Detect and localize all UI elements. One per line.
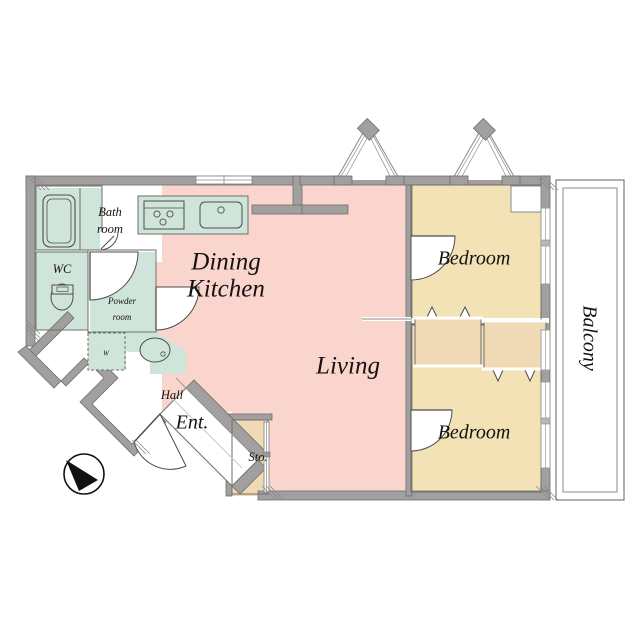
label-balcony: Balcony — [578, 305, 600, 371]
balcony-sliding-doors — [540, 207, 551, 469]
kitchen-window — [195, 175, 253, 185]
washbasin-icon — [139, 337, 171, 363]
door-powder-room[interactable] — [155, 286, 200, 331]
label-entrance: Ent. — [175, 412, 209, 434]
room-living-dining-fill — [103, 180, 411, 496]
washing-machine-space — [87, 332, 126, 371]
label-hall: Hall — [160, 388, 184, 402]
bay-window-living — [333, 117, 405, 186]
kitchen-counter — [137, 195, 249, 235]
corner-hatch-marks — [25, 175, 559, 501]
hall-entrance-divider — [175, 377, 249, 451]
label-bath-1: Bath — [98, 205, 122, 219]
north-arrow-compass — [63, 453, 105, 495]
label-powder-1: Powder — [107, 296, 136, 306]
kitchen-sink-icon — [199, 201, 243, 229]
label-bedroom-north: Bedroom — [438, 248, 511, 270]
label-bath-2: room — [97, 222, 123, 236]
toilet-icon — [50, 283, 74, 311]
door-bedroom-south[interactable] — [410, 409, 453, 452]
label-dining: Dining — [190, 249, 260, 276]
door-bedroom-north[interactable] — [410, 235, 456, 281]
room-balcony — [555, 179, 625, 501]
label-bedroom-south: Bedroom — [438, 422, 511, 444]
door-storage[interactable] — [262, 421, 271, 493]
bedroom-north-corner-nook — [510, 185, 542, 213]
door-entrance[interactable] — [133, 413, 187, 470]
wall-entrance-diagonal — [159, 379, 267, 495]
label-kitchen: Kitchen — [186, 276, 265, 303]
door-wc[interactable] — [89, 251, 139, 301]
bathtub-icon — [42, 194, 76, 248]
stove-icon — [143, 200, 185, 230]
bay-window-bedroom — [449, 117, 521, 186]
label-wc: WC — [53, 262, 72, 276]
label-storage: Sto. — [248, 450, 267, 464]
label-powder-2: room — [113, 312, 132, 322]
label-washer: W — [103, 350, 110, 358]
closet-north — [413, 305, 483, 368]
hall-step-line — [169, 395, 243, 469]
door-bathroom[interactable] — [99, 231, 119, 251]
closet-south — [482, 319, 549, 383]
label-living: Living — [315, 353, 380, 380]
